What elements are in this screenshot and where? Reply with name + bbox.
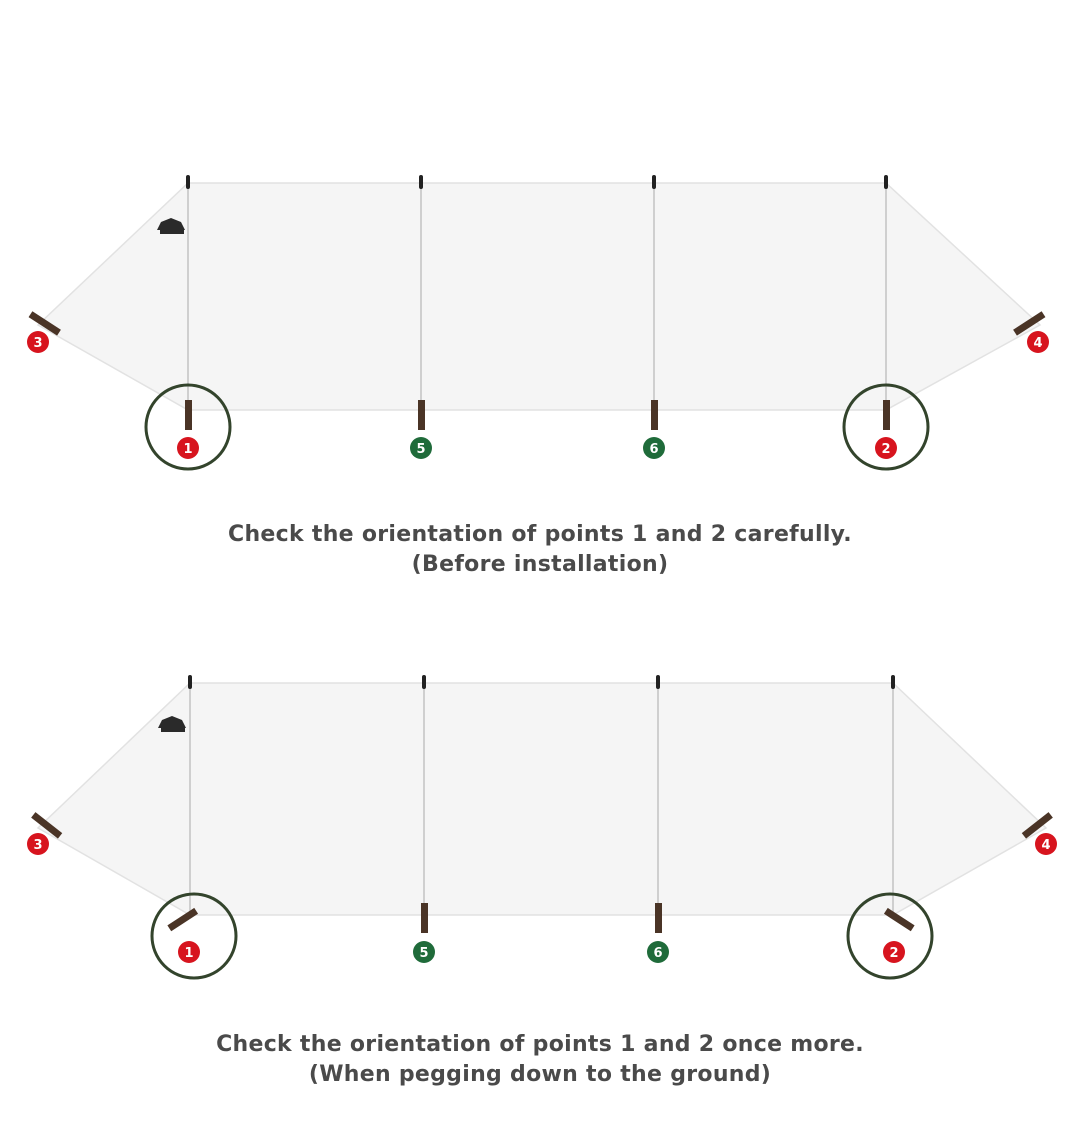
pole-tip — [419, 175, 423, 189]
marker-point-4: 4 — [1035, 833, 1057, 855]
pole-tip — [422, 675, 426, 689]
marker-point-4: 4 — [1027, 331, 1049, 353]
pole-tip — [656, 675, 660, 689]
marker-label: 2 — [889, 946, 898, 961]
peg-4 — [1013, 311, 1046, 336]
marker-label: 6 — [653, 946, 662, 961]
tarp-diagram-pegging-down: 1 5 6 2 3 4 — [27, 675, 1057, 980]
pole-tip — [186, 175, 190, 189]
marker-point-1: 1 — [178, 941, 200, 963]
pole-tip — [652, 175, 656, 189]
caption-line-2: (When pegging down to the ground) — [308, 1062, 772, 1087]
marker-label: 1 — [184, 946, 193, 961]
marker-point-5: 5 — [413, 941, 435, 963]
pole-tip — [188, 675, 192, 689]
marker-label: 4 — [1033, 336, 1042, 351]
marker-point-3: 3 — [27, 331, 49, 353]
caption-pegging-down: Check the orientation of points 1 and 2 … — [0, 1030, 1080, 1090]
marker-point-5: 5 — [410, 437, 432, 459]
peg-1 — [167, 907, 199, 932]
peg-6 — [651, 400, 658, 430]
marker-point-6: 6 — [647, 941, 669, 963]
peg-2 — [883, 907, 915, 932]
peg-3 — [31, 812, 63, 839]
highlight-ring-point-2 — [846, 892, 934, 980]
marker-point-2: 2 — [883, 941, 905, 963]
marker-label: 5 — [416, 442, 425, 457]
peg-5 — [418, 400, 425, 430]
caption-line-1: Check the orientation of points 1 and 2 … — [216, 1032, 864, 1057]
peg-3 — [28, 311, 61, 336]
highlight-ring-point-1 — [150, 892, 238, 980]
peg-2 — [883, 400, 890, 430]
marker-point-2: 2 — [875, 437, 897, 459]
peg-4 — [1021, 812, 1053, 839]
caption-line-1: Check the orientation of points 1 and 2 … — [228, 522, 852, 547]
marker-point-3: 3 — [27, 833, 49, 855]
highlight-ring-point-2 — [842, 383, 930, 471]
marker-label: 1 — [183, 442, 192, 457]
peg-1 — [185, 400, 192, 430]
brand-logo-icon — [157, 218, 185, 234]
marker-label: 2 — [881, 442, 890, 457]
caption-before-installation: Check the orientation of points 1 and 2 … — [0, 520, 1080, 580]
tarp-diagram-before-installation: 1 5 6 2 3 4 — [27, 175, 1049, 471]
marker-label: 3 — [33, 336, 42, 351]
highlight-ring-point-1 — [144, 383, 232, 471]
peg-6 — [655, 903, 662, 933]
pole-tip — [891, 675, 895, 689]
pole-tip — [884, 175, 888, 189]
marker-label: 4 — [1041, 838, 1050, 853]
marker-point-1: 1 — [177, 437, 199, 459]
marker-label: 5 — [419, 946, 428, 961]
brand-logo-icon — [158, 716, 186, 732]
caption-line-2: (Before installation) — [411, 552, 669, 577]
marker-label: 6 — [649, 442, 658, 457]
peg-5 — [421, 903, 428, 933]
marker-point-6: 6 — [643, 437, 665, 459]
marker-label: 3 — [33, 838, 42, 853]
